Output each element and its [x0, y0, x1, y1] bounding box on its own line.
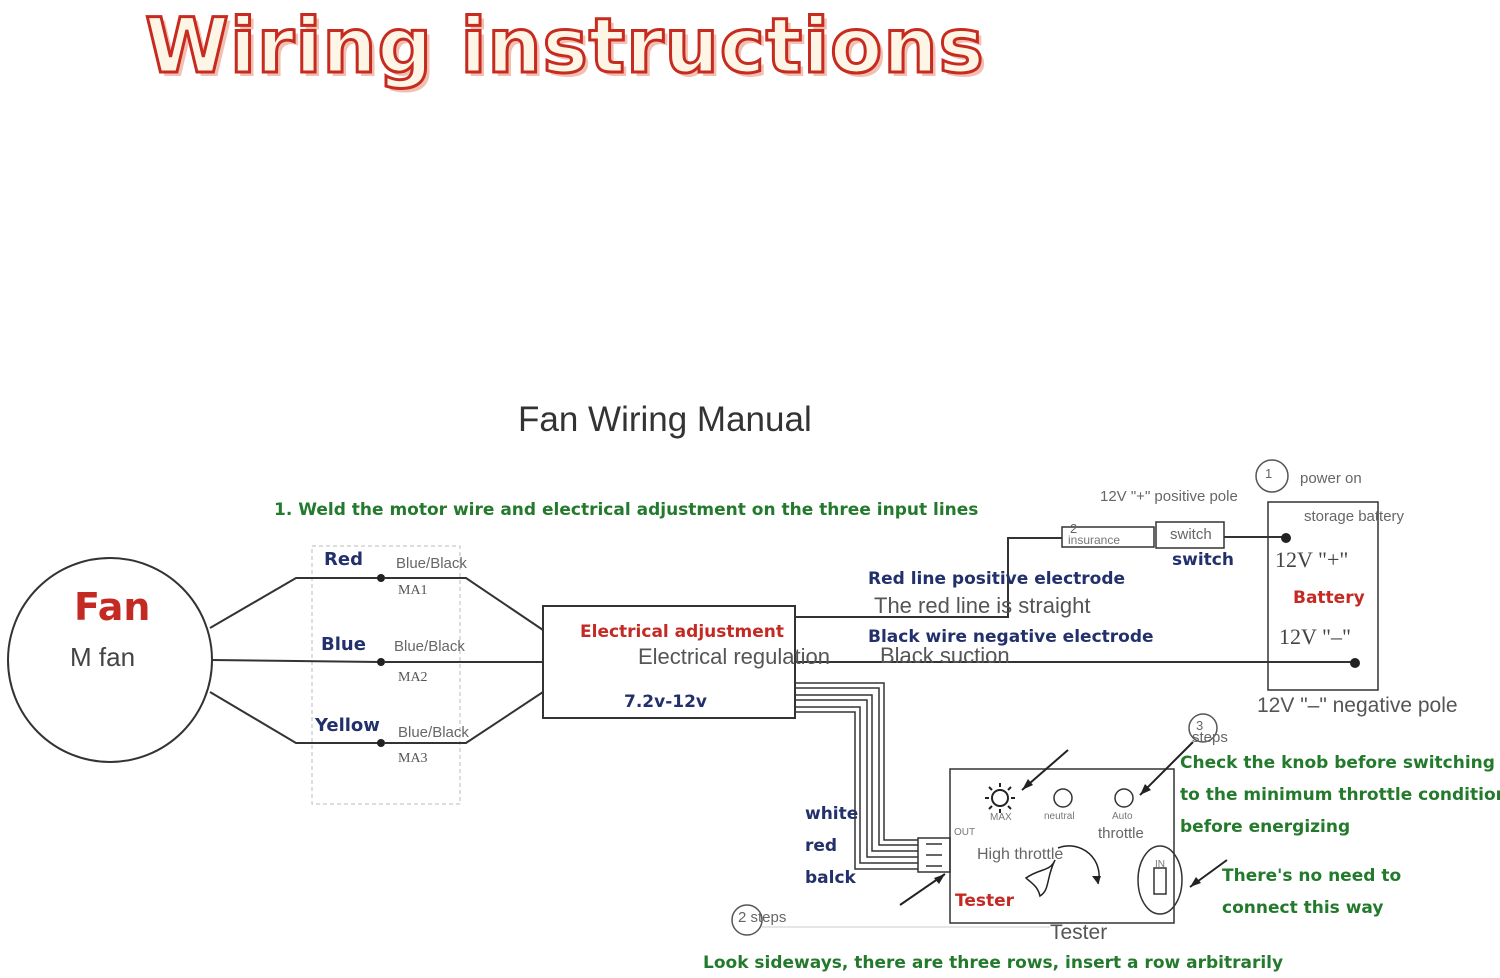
switch-box [1155, 521, 1225, 549]
wire-ma3-esc [384, 691, 544, 744]
negative-pole-label: 12V "–" negative pole [1257, 694, 1458, 717]
battery-minus: 12V "–" [1279, 624, 1351, 649]
battery-box [1267, 501, 1379, 691]
throttle-knob-icon [1024, 859, 1056, 898]
connector-label-1: Blue/Black [396, 555, 467, 572]
auto-label: Auto [1112, 811, 1133, 822]
tester-instruction-1: Check the knob before switching on [1180, 753, 1500, 773]
terminal-ma3: MA3 [398, 751, 428, 766]
step2-number: 2 [1070, 521, 1078, 536]
fan-sub: M fan [70, 642, 136, 672]
step1-number: 1 [1265, 466, 1273, 481]
black-suction: Black suction [880, 643, 1010, 668]
step-2-circle [731, 904, 763, 936]
tester-instruction-3: before energizing [1180, 817, 1351, 837]
storage-battery: storage battery [1304, 508, 1405, 525]
esc-label: Electrical adjustment [580, 622, 784, 642]
power-on: power on [1300, 470, 1362, 487]
positive-pole-label: 12V "+" positive pole [1100, 488, 1238, 505]
step-1-circle [1255, 459, 1289, 493]
esc-sub: Electrical regulation [638, 644, 830, 669]
black-wire-negative: Black wire negative electrode [868, 627, 1154, 647]
joint-ma2 [377, 658, 385, 666]
step1-instruction: 1. Weld the motor wire and electrical ad… [274, 500, 979, 520]
terminal-ma1: MA1 [398, 583, 428, 598]
terminal-ma2: MA2 [398, 670, 428, 685]
tester-box [949, 768, 1175, 924]
wire-red [209, 577, 380, 629]
wire-blue [211, 659, 381, 663]
connector-box [311, 545, 461, 805]
no-need-2: connect this way [1222, 898, 1384, 918]
max-knob-icon [985, 783, 1015, 813]
wire-ma1-esc [384, 577, 544, 631]
tester-label-red: Tester [955, 891, 1015, 911]
connector-label-3: Blue/Black [398, 724, 469, 741]
tester-instruction-2: to the minimum throttle condition [1180, 785, 1500, 805]
high-throttle-label: High throttle [977, 846, 1064, 863]
rotate-arrow-icon [1057, 845, 1100, 885]
signal-wires [795, 682, 918, 870]
fan-label: Fan [74, 585, 151, 629]
battery-negative-terminal [1350, 658, 1360, 668]
max-label: MAX [990, 812, 1012, 823]
page-title: Wiring instructions [144, 1, 986, 90]
arrow-auto [1139, 741, 1194, 796]
connector-label-2: Blue/Black [394, 638, 465, 655]
step3-steps: steps [1192, 729, 1228, 746]
tester-label: Tester [1050, 921, 1108, 944]
auto-button [1114, 788, 1134, 808]
joint-ma3 [377, 739, 385, 747]
switch-label: switch [1172, 550, 1234, 570]
insurance-label: insurance [1068, 533, 1121, 547]
battery-plus: 12V "+" [1275, 547, 1349, 572]
wire-label-blue: Blue [321, 634, 366, 655]
signal-black: balck [805, 868, 856, 888]
neutral-button [1053, 788, 1073, 808]
switch-box-label: switch [1170, 526, 1212, 543]
insurance-box [1061, 526, 1155, 548]
step-3-circle [1188, 713, 1218, 743]
in-label: IN [1155, 859, 1165, 870]
step2-note: Look sideways, there are three rows, ins… [703, 953, 1284, 973]
battery-positive-terminal [1281, 533, 1291, 543]
no-need-1: There's no need to [1222, 866, 1402, 886]
signal-white: white [805, 804, 859, 824]
out-label: OUT [954, 827, 976, 838]
wire-label-yellow: Yellow [315, 715, 380, 736]
step2-label: 2 steps [738, 909, 787, 926]
wire-yellow [209, 691, 380, 744]
wire-label-red: Red [324, 549, 363, 570]
neutral-label: neutral [1044, 811, 1075, 822]
throttle-label: throttle [1098, 825, 1144, 842]
signal-red: red [805, 836, 838, 856]
input-connector [1137, 845, 1183, 915]
diagram-subtitle: Fan Wiring Manual [518, 400, 812, 439]
battery-label: Battery [1293, 588, 1365, 608]
red-line-positive: Red line positive electrode [868, 569, 1126, 589]
wire-positive [795, 537, 1062, 618]
esc-voltage: 7.2v-12v [624, 692, 707, 712]
step3-number: 3 [1196, 718, 1204, 733]
red-line-straight: The red line is straight [874, 593, 1091, 618]
esc-box [542, 605, 796, 719]
joint-ma1 [377, 574, 385, 582]
